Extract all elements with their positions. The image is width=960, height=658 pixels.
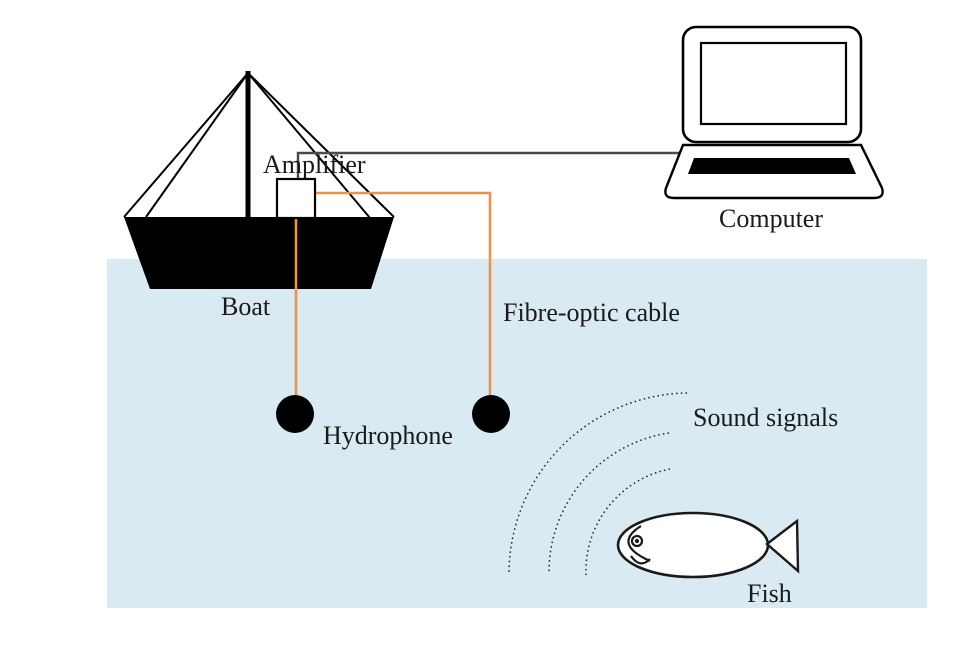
sound-arc-middle: [548, 432, 670, 575]
boat-rigging-line: [123, 72, 249, 218]
computer-label: Computer: [719, 204, 823, 233]
fibre-optic-cable-right: [314, 191, 492, 398]
sound-signals-icon: [508, 392, 688, 576]
boat-rigging: [123, 72, 395, 219]
laptop-icon: [664, 25, 884, 200]
amplifier-label: Amplifier: [263, 150, 366, 179]
boat-hull: [124, 217, 394, 289]
boat-label: Boat: [221, 292, 271, 321]
fish-mouth: [630, 555, 651, 565]
fish-gill: [627, 525, 651, 563]
laptop-screen: [699, 41, 848, 126]
boat-rigging-line: [247, 72, 395, 218]
sound-arc-inner: [585, 468, 671, 576]
fish-tail: [765, 518, 800, 574]
fish-icon: [616, 511, 800, 579]
laptop-keyboard: [688, 158, 856, 174]
hydrophone-label: Hydrophone: [323, 421, 453, 450]
fish-pupil: [634, 538, 640, 544]
hydrophone-right-icon: [472, 395, 510, 433]
boat-icon: [123, 71, 395, 289]
hydrophone-left-icon: [276, 395, 314, 433]
fibre-optic-cables: [294, 191, 492, 398]
amplifier-box-icon: [275, 177, 317, 220]
fish-label: Fish: [747, 579, 792, 608]
signal-wire: [296, 151, 688, 180]
boat-rigging-line: [145, 72, 249, 218]
sound-signals-label: Sound signals: [693, 403, 838, 432]
boat-mast: [245, 71, 251, 220]
fibre-optic-cable-label: Fibre-optic cable: [503, 298, 680, 327]
